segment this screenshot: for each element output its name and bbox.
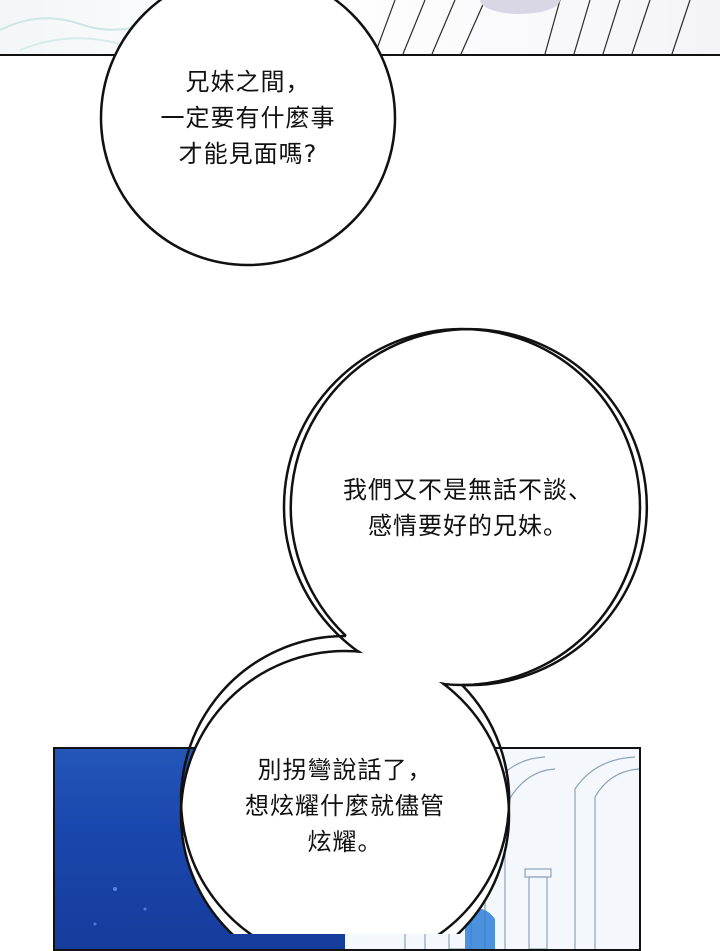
bubble-1-line-3: 才能見面嗎? [178,140,318,168]
speech-bubble-group-2-3 [179,327,649,934]
bubble-1-text: 兄妹之間， 一定要有什麼事 才能見面嗎? [138,64,358,172]
bubble-3-text: 別拐彎說話了， 想炫耀什麼就儘管 炫耀。 [215,752,475,860]
bubble-1-line-2: 一定要有什麼事 [160,104,336,132]
bubble-2-line-2: 感情要好的兄妹。 [368,512,568,540]
bubble-1-line-1: 兄妹之間， [185,68,311,96]
bubble-3-line-3: 炫耀。 [307,828,383,856]
bubble-2-text: 我們又不是無話不談、 感情要好的兄妹。 [318,472,618,544]
bubble-2-line-1: 我們又不是無話不談、 [343,476,593,504]
speech-bubble-1 [99,0,397,267]
bubble-3-line-1: 別拐彎說話了， [257,756,433,784]
bubble-3-line-2: 想炫耀什麼就儘管 [245,792,445,820]
